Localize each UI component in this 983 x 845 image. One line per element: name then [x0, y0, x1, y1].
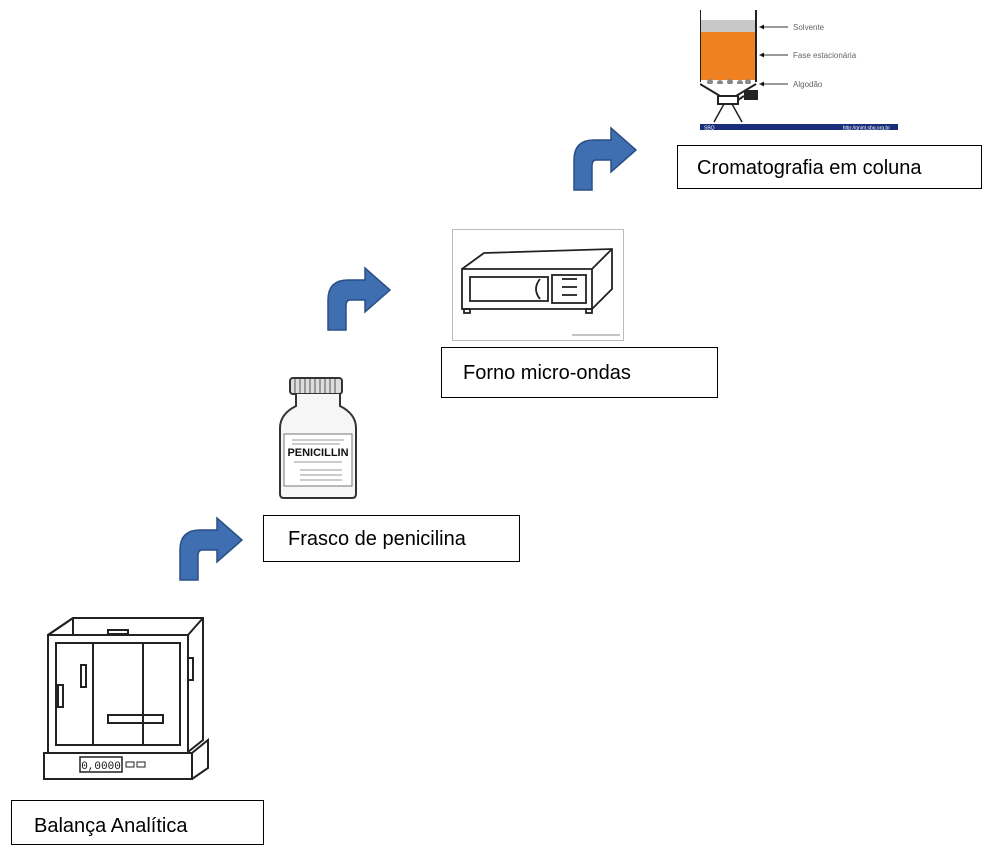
- stationary-phase-annotation: Fase estacionária: [793, 51, 857, 60]
- chromatography-label-box: Cromatografia em coluna: [677, 145, 982, 189]
- balance-label-box: Balança Analítica: [11, 800, 264, 845]
- microwave-step-label: Forno micro-ondas: [463, 362, 631, 384]
- microwave-label-box: Forno micro-ondas: [441, 347, 718, 398]
- column-footer-right: http://qnint.sbq.org.br: [843, 126, 891, 132]
- flow-arrow-1-icon: [179, 516, 244, 581]
- vial-step-label: Frasco de penicilina: [288, 528, 466, 550]
- solvent-annotation: Solvente: [793, 23, 825, 32]
- chromatography-step-label: Cromatografia em coluna: [697, 157, 922, 179]
- balance-label: Balança Analítica: [34, 815, 188, 837]
- penicillin-vial-illustration: PENICILLIN: [279, 377, 357, 499]
- chromatography-column-illustration: Solvente Fase estacionária Algodão SBQ h…: [700, 10, 898, 132]
- cotton-annotation: Algodão: [793, 80, 823, 89]
- analytical-balance-illustration: 0,0000: [43, 617, 209, 780]
- vial-label-box: Frasco de penicilina: [263, 515, 520, 562]
- flow-arrow-3-icon: [573, 126, 638, 191]
- flow-arrow-2-icon: [327, 266, 392, 331]
- vial-label-text: PENICILLIN: [287, 447, 348, 459]
- balance-display-readout: 0,0000: [81, 761, 121, 773]
- microwave-oven-illustration: [452, 229, 624, 341]
- column-footer-left: SBQ: [704, 126, 715, 132]
